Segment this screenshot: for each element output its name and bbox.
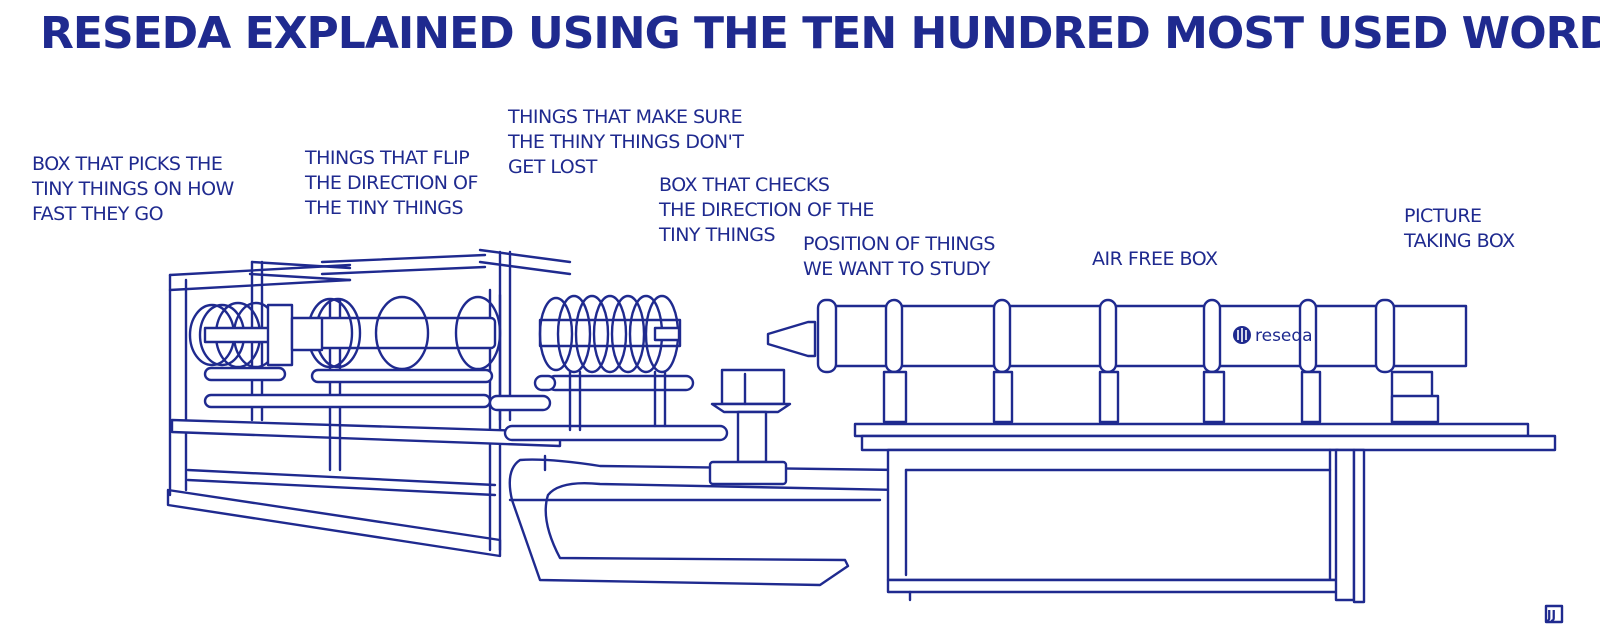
signature-text: JJ [1546, 608, 1556, 622]
artist-signature: JJ [1546, 606, 1562, 622]
detector-table [855, 424, 1555, 602]
floor-ramp [510, 456, 900, 585]
reseda-logo: reseda [1233, 326, 1313, 346]
logo-text: reseda [1255, 326, 1313, 346]
guide-field-coils [540, 296, 680, 430]
vacuum-tube [818, 300, 1466, 422]
flipper-section [292, 297, 500, 369]
sample-position [768, 322, 815, 356]
speed-selector [190, 303, 295, 367]
